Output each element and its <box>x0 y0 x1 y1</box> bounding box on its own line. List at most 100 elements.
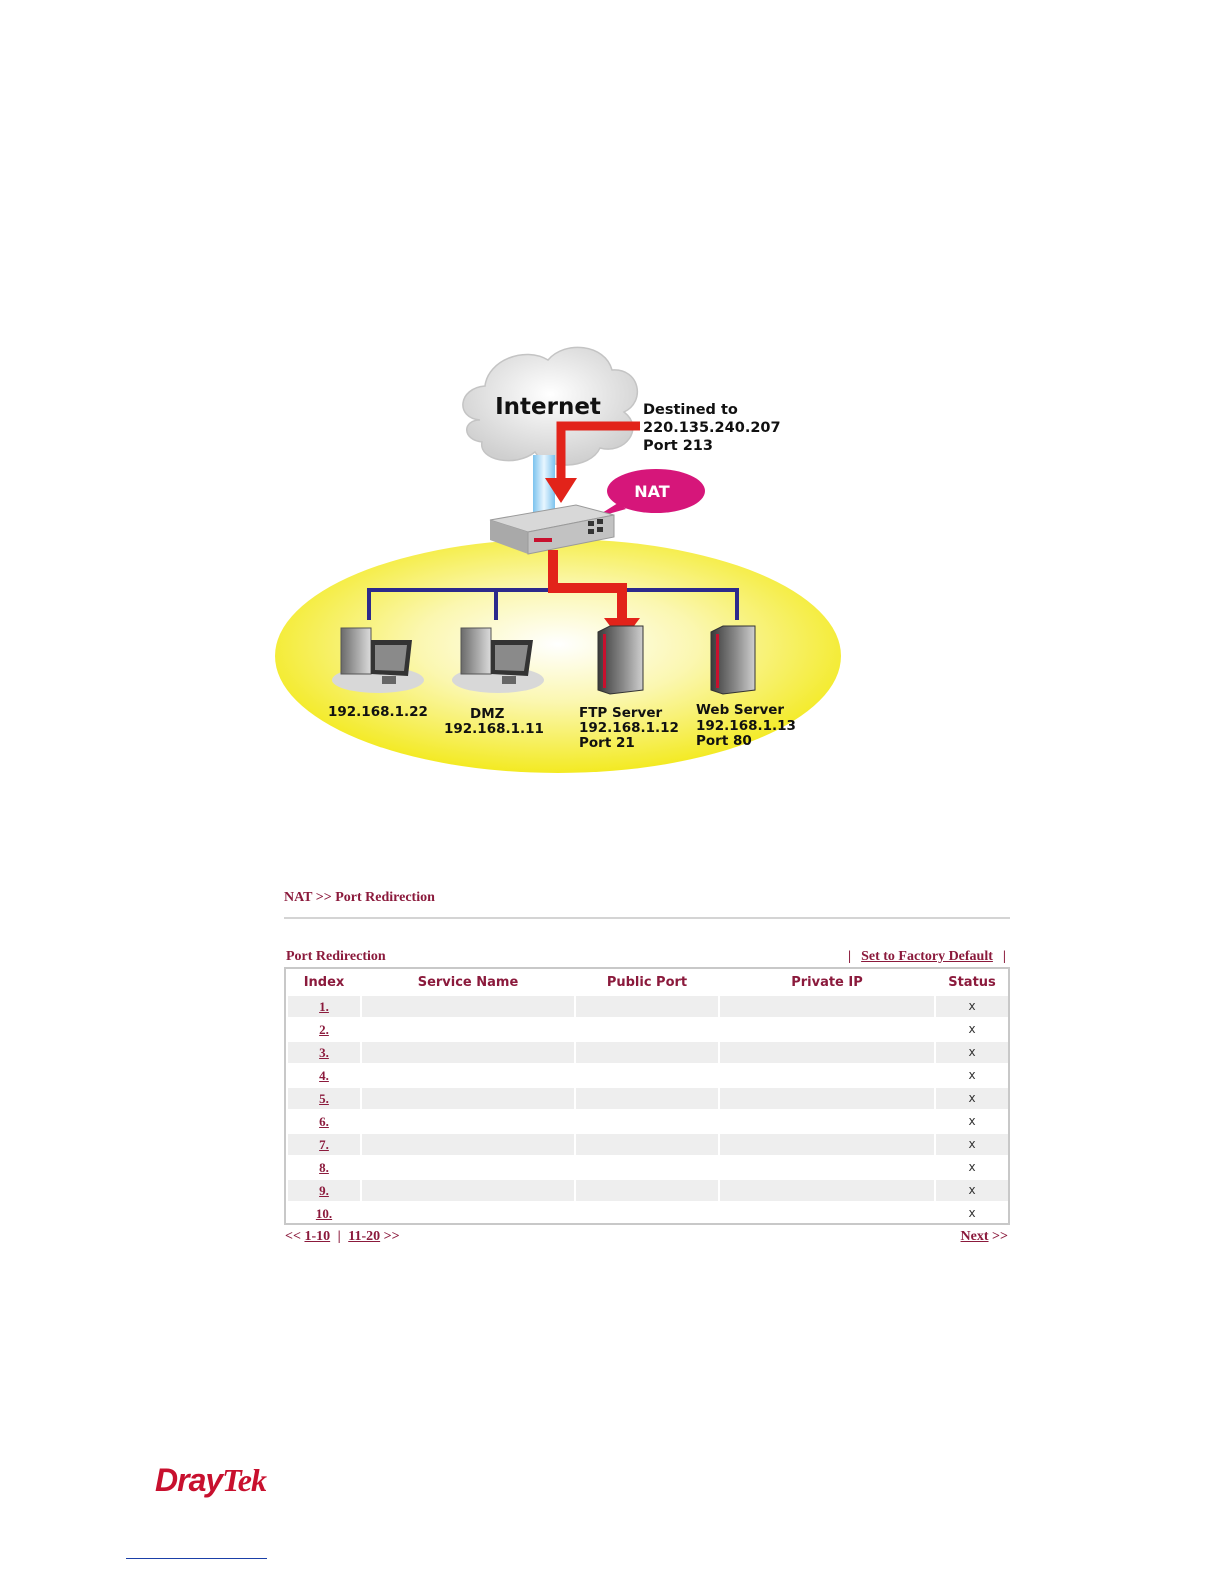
next-arrows: >> <box>992 1229 1008 1244</box>
row-index-link[interactable]: 9. <box>288 1180 360 1201</box>
separator: | <box>848 949 852 964</box>
row-public-port <box>576 1042 718 1063</box>
row-service-name <box>362 1111 574 1132</box>
table-header: Index Service Name Public Port Private I… <box>288 972 1010 994</box>
row-status: x <box>936 1042 1008 1063</box>
row-private-ip <box>720 1088 934 1109</box>
row-public-port <box>576 1180 718 1201</box>
row-status: x <box>968 1068 976 1082</box>
router-icon <box>489 504 615 555</box>
nat-label: NAT <box>634 482 670 501</box>
separator: | <box>1002 949 1006 964</box>
row-public-port <box>576 996 718 1017</box>
host-3-line-3: Port 21 <box>579 735 635 751</box>
desktop-pc-icon <box>452 627 544 693</box>
next-arrows: >> <box>383 1229 400 1244</box>
row-public-port <box>576 1203 718 1224</box>
row-index-link[interactable]: 7. <box>288 1134 360 1155</box>
row-service-name <box>362 1203 574 1224</box>
port-redirection-diagram: Internet Destined to 220.135.240.207 Por… <box>275 346 841 773</box>
next-link[interactable]: Next <box>960 1229 989 1244</box>
destination-line-3: Port 213 <box>643 438 713 454</box>
server-tower-icon <box>710 625 756 695</box>
row-service-name <box>362 1065 574 1086</box>
column-header-public-port: Public Port <box>606 975 688 990</box>
page-link-1-10[interactable]: 1-10 <box>304 1229 331 1244</box>
row-service-name <box>362 1088 574 1109</box>
table-row: 7. x <box>288 1134 1010 1155</box>
table-row: 6. x <box>288 1111 1010 1132</box>
draytek-logo: DrayTek <box>155 1462 267 1499</box>
row-private-ip <box>720 1203 934 1224</box>
incoming-arrowhead <box>545 478 577 503</box>
factory-default-bar: | Set to Factory Default | <box>838 949 1006 965</box>
brand-part-2: Tek <box>222 1462 267 1498</box>
server-tower-icon <box>597 625 644 695</box>
row-private-ip <box>720 1065 934 1086</box>
set-factory-default-link[interactable]: Set to Factory Default <box>861 949 993 964</box>
table-row: 4. x <box>288 1065 1010 1086</box>
row-index-link[interactable]: 3. <box>288 1042 360 1063</box>
section-title: Port Redirection <box>286 949 386 964</box>
prev-arrows: << <box>285 1229 301 1244</box>
port-redirection-table: Index Service Name Public Port Private I… <box>284 967 1010 1225</box>
row-private-ip <box>720 996 934 1017</box>
host-1-line-1: 192.168.1.22 <box>328 704 428 720</box>
host-4-line-1: Web Server <box>696 702 784 718</box>
row-index-link[interactable]: 8. <box>319 1160 329 1175</box>
internet-cloud-icon <box>462 346 639 466</box>
row-status: x <box>968 1022 976 1036</box>
desktop-pc-icon <box>332 627 424 693</box>
row-service-name <box>362 1134 574 1155</box>
host-3-line-1: FTP Server <box>579 705 663 721</box>
table-row: 10. x <box>288 1203 1010 1224</box>
row-status: x <box>936 1088 1008 1109</box>
row-index-link[interactable]: 1. <box>288 996 360 1017</box>
breadcrumb: NAT >> Port Redirection <box>284 890 435 905</box>
row-index-link[interactable]: 10. <box>315 1206 333 1221</box>
row-index-link[interactable]: 5. <box>288 1088 360 1109</box>
table-row: 3. x <box>288 1042 1010 1063</box>
destination-line-2: 220.135.240.207 <box>643 420 781 436</box>
row-public-port <box>576 1111 718 1132</box>
column-header-service-name: Service Name <box>417 975 519 990</box>
row-status: x <box>936 1134 1008 1155</box>
internet-label: Internet <box>495 394 601 420</box>
row-service-name <box>362 996 574 1017</box>
host-3-line-2: 192.168.1.12 <box>579 720 679 736</box>
row-private-ip <box>720 1111 934 1132</box>
incoming-arrow <box>556 421 640 482</box>
row-status: x <box>936 996 1008 1017</box>
row-status: x <box>968 1206 976 1220</box>
row-index-link[interactable]: 2. <box>319 1022 329 1037</box>
row-status: x <box>968 1160 976 1174</box>
host-4-line-3: Port 80 <box>696 733 752 749</box>
row-service-name <box>362 1019 574 1040</box>
redirect-arrow <box>548 550 627 622</box>
row-status: x <box>968 1114 976 1128</box>
uplink-beam <box>533 455 555 517</box>
page-nav: << 1-10 | 11-20 >> <box>285 1229 400 1245</box>
table-row: 5. x <box>288 1088 1010 1109</box>
row-private-ip <box>720 1157 934 1178</box>
host-2-line-2: 192.168.1.11 <box>444 721 544 737</box>
column-header-status: Status <box>948 975 996 990</box>
row-index-link[interactable]: 6. <box>319 1114 329 1129</box>
table-row: 8. x <box>288 1157 1010 1178</box>
table-row: 9.x <box>288 1180 1010 1201</box>
next-nav: Next >> <box>961 1229 1008 1245</box>
table-row: 2. x <box>288 1019 1010 1040</box>
row-public-port <box>576 1088 718 1109</box>
row-public-port <box>576 1134 718 1155</box>
row-private-ip <box>720 1019 934 1040</box>
host-4-line-2: 192.168.1.13 <box>696 718 796 734</box>
footer-rule <box>126 1558 267 1559</box>
column-header-private-ip: Private IP <box>791 975 863 990</box>
row-index-link[interactable]: 4. <box>319 1068 329 1083</box>
destination-line-1: Destined to <box>643 402 738 418</box>
table-row: 1. x <box>288 996 1010 1017</box>
row-service-name <box>362 1180 574 1201</box>
page-link-11-20[interactable]: 11-20 <box>348 1229 381 1244</box>
header-divider <box>284 917 1010 919</box>
row-service-name <box>362 1157 574 1178</box>
